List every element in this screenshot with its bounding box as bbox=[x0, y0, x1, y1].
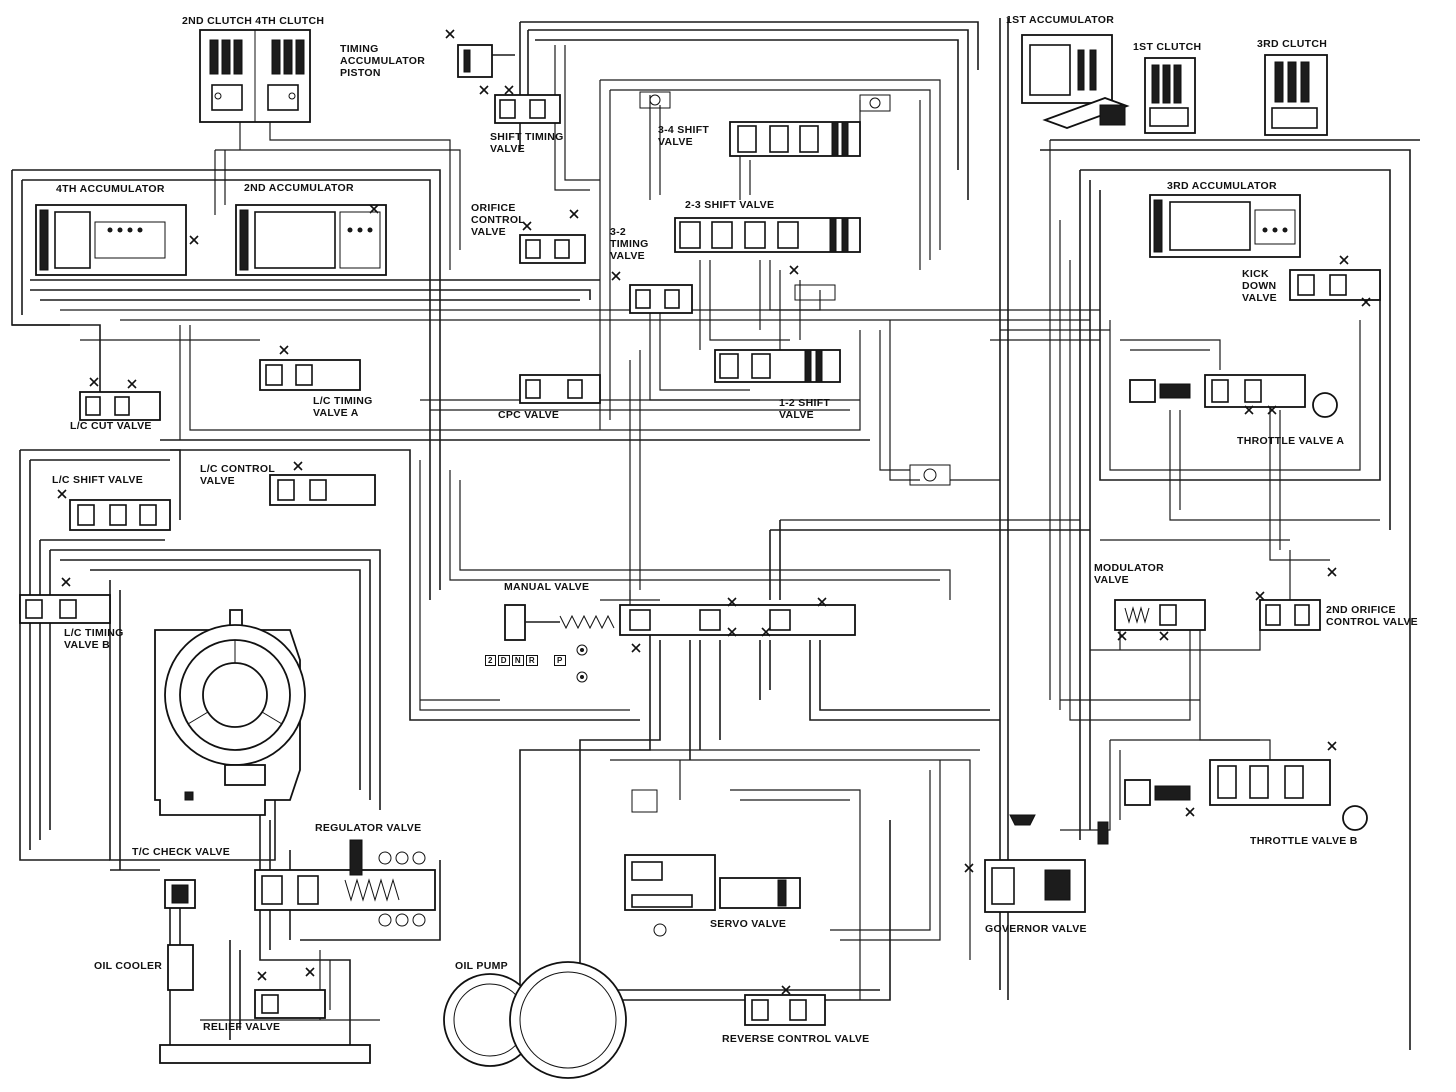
oil-cooler-body bbox=[167, 944, 194, 991]
shift-valve-3-4-body bbox=[639, 91, 891, 157]
label-lc-control-valve: L/C CONTROL VALVE bbox=[200, 463, 276, 487]
throttle-valve-b-body bbox=[1097, 741, 1368, 845]
lc-control-valve-body bbox=[269, 461, 376, 506]
label-accumulator-2nd: 2ND ACCUMULATOR bbox=[244, 182, 354, 194]
label-modulator-valve: MODULATOR VALVE bbox=[1094, 562, 1164, 586]
lc-shift-valve-body bbox=[57, 489, 171, 531]
shift-position-n: N bbox=[511, 655, 524, 666]
label-lc-cut-valve: L/C CUT VALVE bbox=[70, 420, 152, 432]
label-regulator-valve: REGULATOR VALVE bbox=[315, 822, 422, 834]
clutch-3rd-body bbox=[1264, 54, 1328, 136]
fluid-passages bbox=[11, 18, 1420, 1050]
shift-valve-1-2-body bbox=[714, 349, 841, 383]
label-cpc-valve: CPC VALVE bbox=[498, 409, 560, 421]
label-lc-timing-valve-b: L/C TIMING VALVE B bbox=[64, 627, 124, 651]
kick-down-valve-body bbox=[1289, 255, 1381, 307]
modulator-valve-body bbox=[1114, 599, 1206, 641]
label-timing-accumulator-piston: TIMING ACCUMULATOR PISTON bbox=[340, 43, 426, 79]
lc-cut-valve-body bbox=[79, 377, 161, 421]
label-timing-valve-3-2: 3-2 TIMING VALVE bbox=[610, 226, 649, 262]
accumulator-3rd-body bbox=[1149, 194, 1301, 258]
manual-valve-body bbox=[504, 597, 856, 683]
oil-pump-body bbox=[443, 961, 627, 1079]
label-accumulator-4th: 4TH ACCUMULATOR bbox=[56, 183, 165, 195]
orifice-control-valve-2nd-body bbox=[1255, 567, 1337, 631]
clutch-1st-body bbox=[1144, 57, 1196, 134]
label-orifice-control-valve-2nd: 2ND ORIFICE CONTROL VALVE bbox=[1326, 604, 1418, 628]
label-tc-check-valve: T/C CHECK VALVE bbox=[132, 846, 231, 858]
label-throttle-valve-b: THROTTLE VALVE B bbox=[1250, 835, 1358, 847]
lc-timing-valve-a-body bbox=[259, 345, 361, 391]
label-clutch-3rd: 3RD CLUTCH bbox=[1257, 38, 1328, 50]
label-shift-valve-3-4: 3-4 SHIFT VALVE bbox=[658, 124, 710, 148]
label-accumulator-3rd: 3RD ACCUMULATOR bbox=[1167, 180, 1277, 192]
relief-valve-body bbox=[159, 967, 371, 1064]
label-accumulator-1st: 1ST ACCUMULATOR bbox=[1006, 14, 1115, 26]
accumulator-1st-body bbox=[1021, 34, 1130, 129]
label-shift-valve-1-2: 1-2 SHIFT VALVE bbox=[779, 397, 831, 421]
label-lc-shift-valve: L/C SHIFT VALVE bbox=[52, 474, 144, 486]
shift-position-r: R bbox=[525, 655, 538, 666]
label-clutch-2nd-4th: 2ND CLUTCH 4TH CLUTCH bbox=[182, 15, 325, 27]
label-governor-valve: GOVERNOR VALVE bbox=[985, 923, 1087, 935]
tc-check-valve-body bbox=[164, 879, 196, 909]
label-reverse-control-valve: REVERSE CONTROL VALVE bbox=[722, 1033, 870, 1045]
clutch-2nd-4th-assembly bbox=[199, 29, 311, 123]
shift-position-indicator: 2 D N R P bbox=[485, 655, 566, 666]
label-shift-timing-valve: SHIFT TIMING VALVE bbox=[490, 131, 564, 155]
label-servo-valve: SERVO VALVE bbox=[710, 918, 787, 930]
shift-timing-valve-body bbox=[479, 85, 561, 124]
shift-position-2: 2 bbox=[485, 655, 496, 666]
governor-valve-body bbox=[964, 814, 1086, 913]
shift-position-d: D bbox=[497, 655, 510, 666]
torque-converter bbox=[154, 609, 306, 816]
label-oil-pump: OIL PUMP bbox=[455, 960, 508, 972]
timing-accumulator-piston bbox=[445, 29, 493, 78]
shift-position-p: P bbox=[553, 655, 566, 666]
label-kick-down-valve: KICK DOWN VALVE bbox=[1242, 268, 1277, 304]
label-throttle-valve-a: THROTTLE VALVE A bbox=[1237, 435, 1345, 447]
timing-valve-3-2-body bbox=[611, 271, 836, 314]
servo-valve-body bbox=[624, 789, 801, 937]
shift-valve-2-3-body bbox=[674, 217, 861, 275]
throttle-valve-a-body bbox=[1129, 374, 1338, 418]
label-orifice-control-valve: ORIFICE CONTROL VALVE bbox=[471, 202, 526, 238]
accumulator-2nd-body bbox=[235, 204, 387, 276]
cpc-valve-body bbox=[519, 374, 601, 404]
label-lc-timing-valve-a: L/C TIMING VALVE A bbox=[313, 395, 373, 419]
label-relief-valve: RELIEF VALVE bbox=[203, 1021, 281, 1033]
regulator-valve-body bbox=[254, 839, 436, 927]
reverse-control-valve-body bbox=[744, 985, 826, 1026]
lc-timing-valve-b-body bbox=[19, 577, 111, 624]
accumulator-4th-body bbox=[35, 204, 199, 276]
label-clutch-1st: 1ST CLUTCH bbox=[1133, 41, 1202, 53]
orifice-control-valve-body bbox=[519, 209, 586, 264]
label-oil-cooler: OIL COOLER bbox=[94, 960, 163, 972]
check-balls bbox=[631, 464, 951, 653]
label-shift-valve-2-3: 2-3 SHIFT VALVE bbox=[685, 199, 775, 211]
label-manual-valve: MANUAL VALVE bbox=[504, 581, 590, 593]
